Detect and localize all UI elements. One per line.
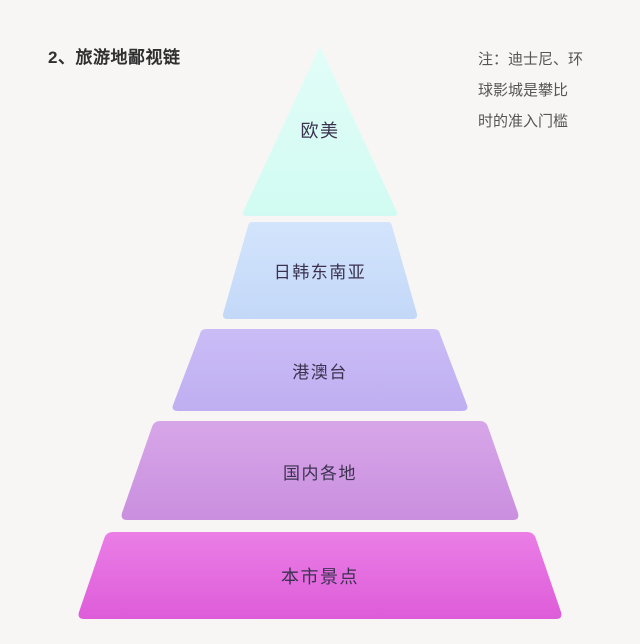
tier-1-svg: [242, 46, 398, 216]
pyramid-tier-1: 欧美: [0, 44, 640, 216]
pyramid-tier-5-label: 本市景点: [281, 567, 359, 587]
tier-2-svg: [222, 222, 418, 319]
tier-4-svg: [121, 421, 519, 520]
pyramid-tier-5: 本市景点: [0, 530, 640, 622]
tier-2-path: [222, 222, 418, 319]
page-title: 2、旅游地鄙视链: [48, 48, 181, 67]
pyramid-tier-4-shape: [0, 419, 640, 524]
pyramid-tier-2-label: 日韩东南亚: [273, 263, 367, 282]
pyramid-tier-2: 日韩东南亚: [0, 220, 640, 321]
pyramid-tier-5-shape: [0, 530, 640, 622]
tier-3-path: [172, 329, 468, 411]
pyramid-tier-3-label: 港澳台: [292, 362, 348, 382]
note-line-1: 注：迪士尼、环: [478, 51, 584, 68]
tier-5-path: [78, 532, 562, 619]
tier-5-svg: [78, 532, 562, 619]
pyramid-tier-3-shape: [0, 327, 640, 413]
pyramid-tier-1-label: 欧美: [300, 121, 340, 141]
note-block: 注：迪士尼、环 球影城是攀比 时的准入门槛: [478, 44, 598, 137]
tier-3-svg: [172, 329, 468, 411]
note-line-3: 时的准入门槛: [478, 113, 569, 130]
pyramid-tier-2-shape: [0, 220, 640, 321]
pyramid-tier-1-shape: [0, 44, 640, 216]
pyramid-tier-4-label: 国内各地: [283, 464, 357, 483]
pyramid-tier-3: 港澳台: [0, 327, 640, 413]
note-line-2: 球影城是攀比: [478, 82, 569, 99]
tier-4-path: [121, 421, 519, 520]
tier-1-path: [242, 46, 398, 216]
pyramid-tier-4: 国内各地: [0, 419, 640, 524]
